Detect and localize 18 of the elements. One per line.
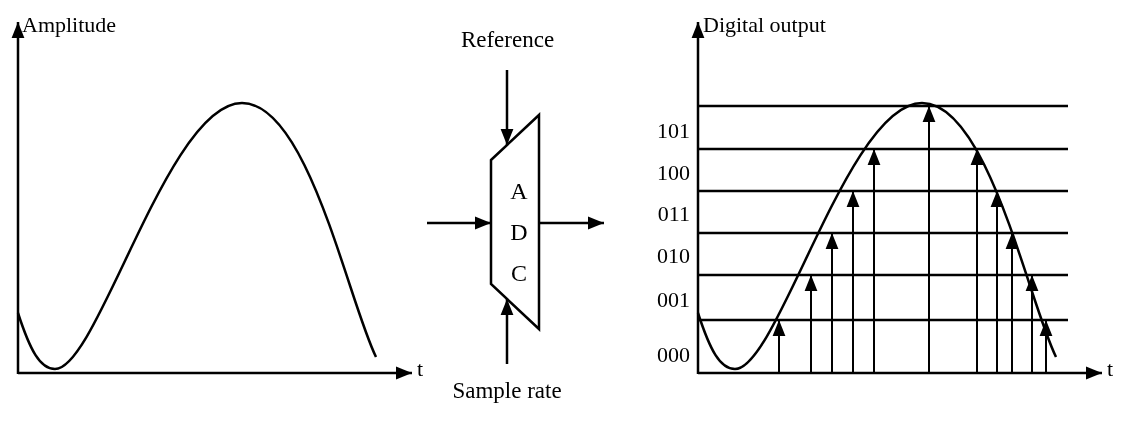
adc-block bbox=[491, 115, 539, 329]
axis-label: t bbox=[1107, 358, 1114, 380]
level-code: 100 bbox=[656, 162, 690, 184]
arrow bbox=[500, 299, 514, 364]
axis-label: t bbox=[417, 358, 424, 380]
axis-label: Digital output bbox=[703, 14, 826, 36]
arrow bbox=[539, 216, 604, 230]
level-code: 101 bbox=[656, 120, 690, 142]
axis-label: Amplitude bbox=[22, 14, 117, 36]
level-code: 000 bbox=[656, 344, 690, 366]
arrow bbox=[500, 70, 514, 145]
input-label: Reference bbox=[455, 24, 560, 56]
input-label: Sample rate bbox=[432, 374, 582, 408]
level-code: 010 bbox=[656, 245, 690, 267]
level-code: 011 bbox=[656, 203, 690, 225]
level-code: 001 bbox=[656, 289, 690, 311]
block-label: A D C bbox=[509, 176, 529, 288]
arrow bbox=[427, 216, 491, 230]
